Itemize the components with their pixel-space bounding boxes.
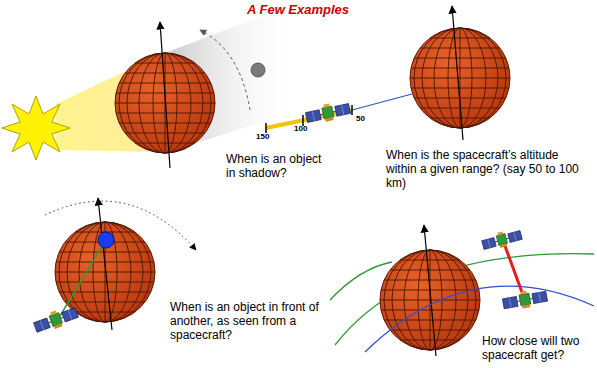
tick-label: 150 — [256, 132, 280, 142]
tick-label: 50 — [356, 114, 376, 124]
question-text: When is an object in shadow? — [226, 152, 331, 180]
tick-label: 100 — [294, 124, 318, 134]
title: A Few Examples — [198, 2, 398, 17]
question-text: How close will two spacecraft get? — [482, 334, 592, 362]
question-text: When is the spacecraft’s altitude within… — [386, 148, 591, 190]
question-text: When is an object in front of another, a… — [170, 300, 360, 342]
